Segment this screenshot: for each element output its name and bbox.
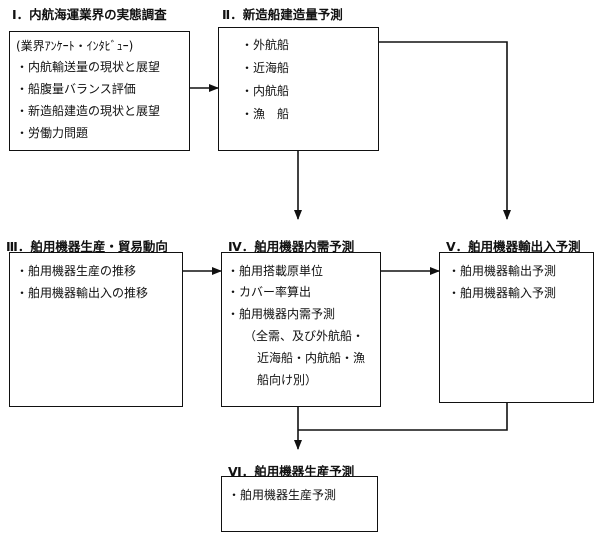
section-4-item: ・舶用機器内需予測	[227, 307, 336, 321]
section-4-item: （全需、及び外航船・	[244, 329, 365, 343]
section-4-box: ・舶用搭載原単位 ・カバー率算出 ・舶用機器内需予測 （全需、及び外航船・ 近海…	[221, 252, 381, 407]
section-3-title: Ⅲ．舶用機器生産・貿易動向	[6, 239, 168, 254]
section-5-box: ・舶用機器輸出予測 ・舶用機器輸入予測	[439, 252, 594, 403]
section-1-item: (業界ｱﾝｹｰﾄ・ｲﾝﾀﾋﾞｭｰ)	[16, 39, 134, 53]
section-1-item: ・新造船建造の現状と展望	[16, 104, 161, 118]
section-2-item: ・漁 船	[241, 107, 290, 121]
section-1-item: ・労働力問題	[16, 126, 89, 140]
section-5-item: ・舶用機器輸入予測	[448, 286, 557, 300]
section-1-box: (業界ｱﾝｹｰﾄ・ｲﾝﾀﾋﾞｭｰ) ・内航輸送量の現状と展望 ・船腹量バランス評…	[9, 31, 190, 151]
section-5-title: Ⅴ．舶用機器輸出入予測	[446, 239, 581, 254]
section-2-item: ・近海船	[241, 61, 290, 75]
line-s5-to-s6	[298, 403, 508, 431]
section-1-item: ・内航輸送量の現状と展望	[16, 60, 161, 74]
section-3-item: ・舶用機器輸出入の推移	[16, 286, 149, 300]
section-2-box: ・外航船 ・近海船 ・内航船 ・漁 船	[218, 27, 379, 151]
section-4-item: 船向け別）	[257, 373, 318, 387]
section-1-item: ・船腹量バランス評価	[16, 82, 136, 96]
section-2-title: Ⅱ．新造船建造量予測	[222, 7, 343, 22]
section-4-title: Ⅳ．舶用機器内需予測	[228, 239, 355, 254]
section-4-item: ・舶用搭載原単位	[227, 264, 324, 278]
section-6-item: ・舶用機器生産予測	[228, 488, 337, 502]
section-5-item: ・舶用機器輸出予測	[448, 264, 557, 278]
section-3-item: ・舶用機器生産の推移	[16, 264, 137, 278]
section-4-item: 近海船・内航船・漁	[257, 351, 366, 365]
section-1-title: Ⅰ．内航海運業界の実態調査	[12, 7, 167, 22]
section-2-item: ・外航船	[241, 38, 290, 52]
section-4-item: ・カバー率算出	[227, 285, 312, 299]
section-6-title: Ⅵ．舶用機器生産予測	[228, 464, 355, 479]
section-6-box: ・舶用機器生産予測	[221, 476, 378, 532]
section-3-box: ・舶用機器生産の推移 ・舶用機器輸出入の推移	[9, 252, 183, 407]
section-2-item: ・内航船	[241, 84, 290, 98]
